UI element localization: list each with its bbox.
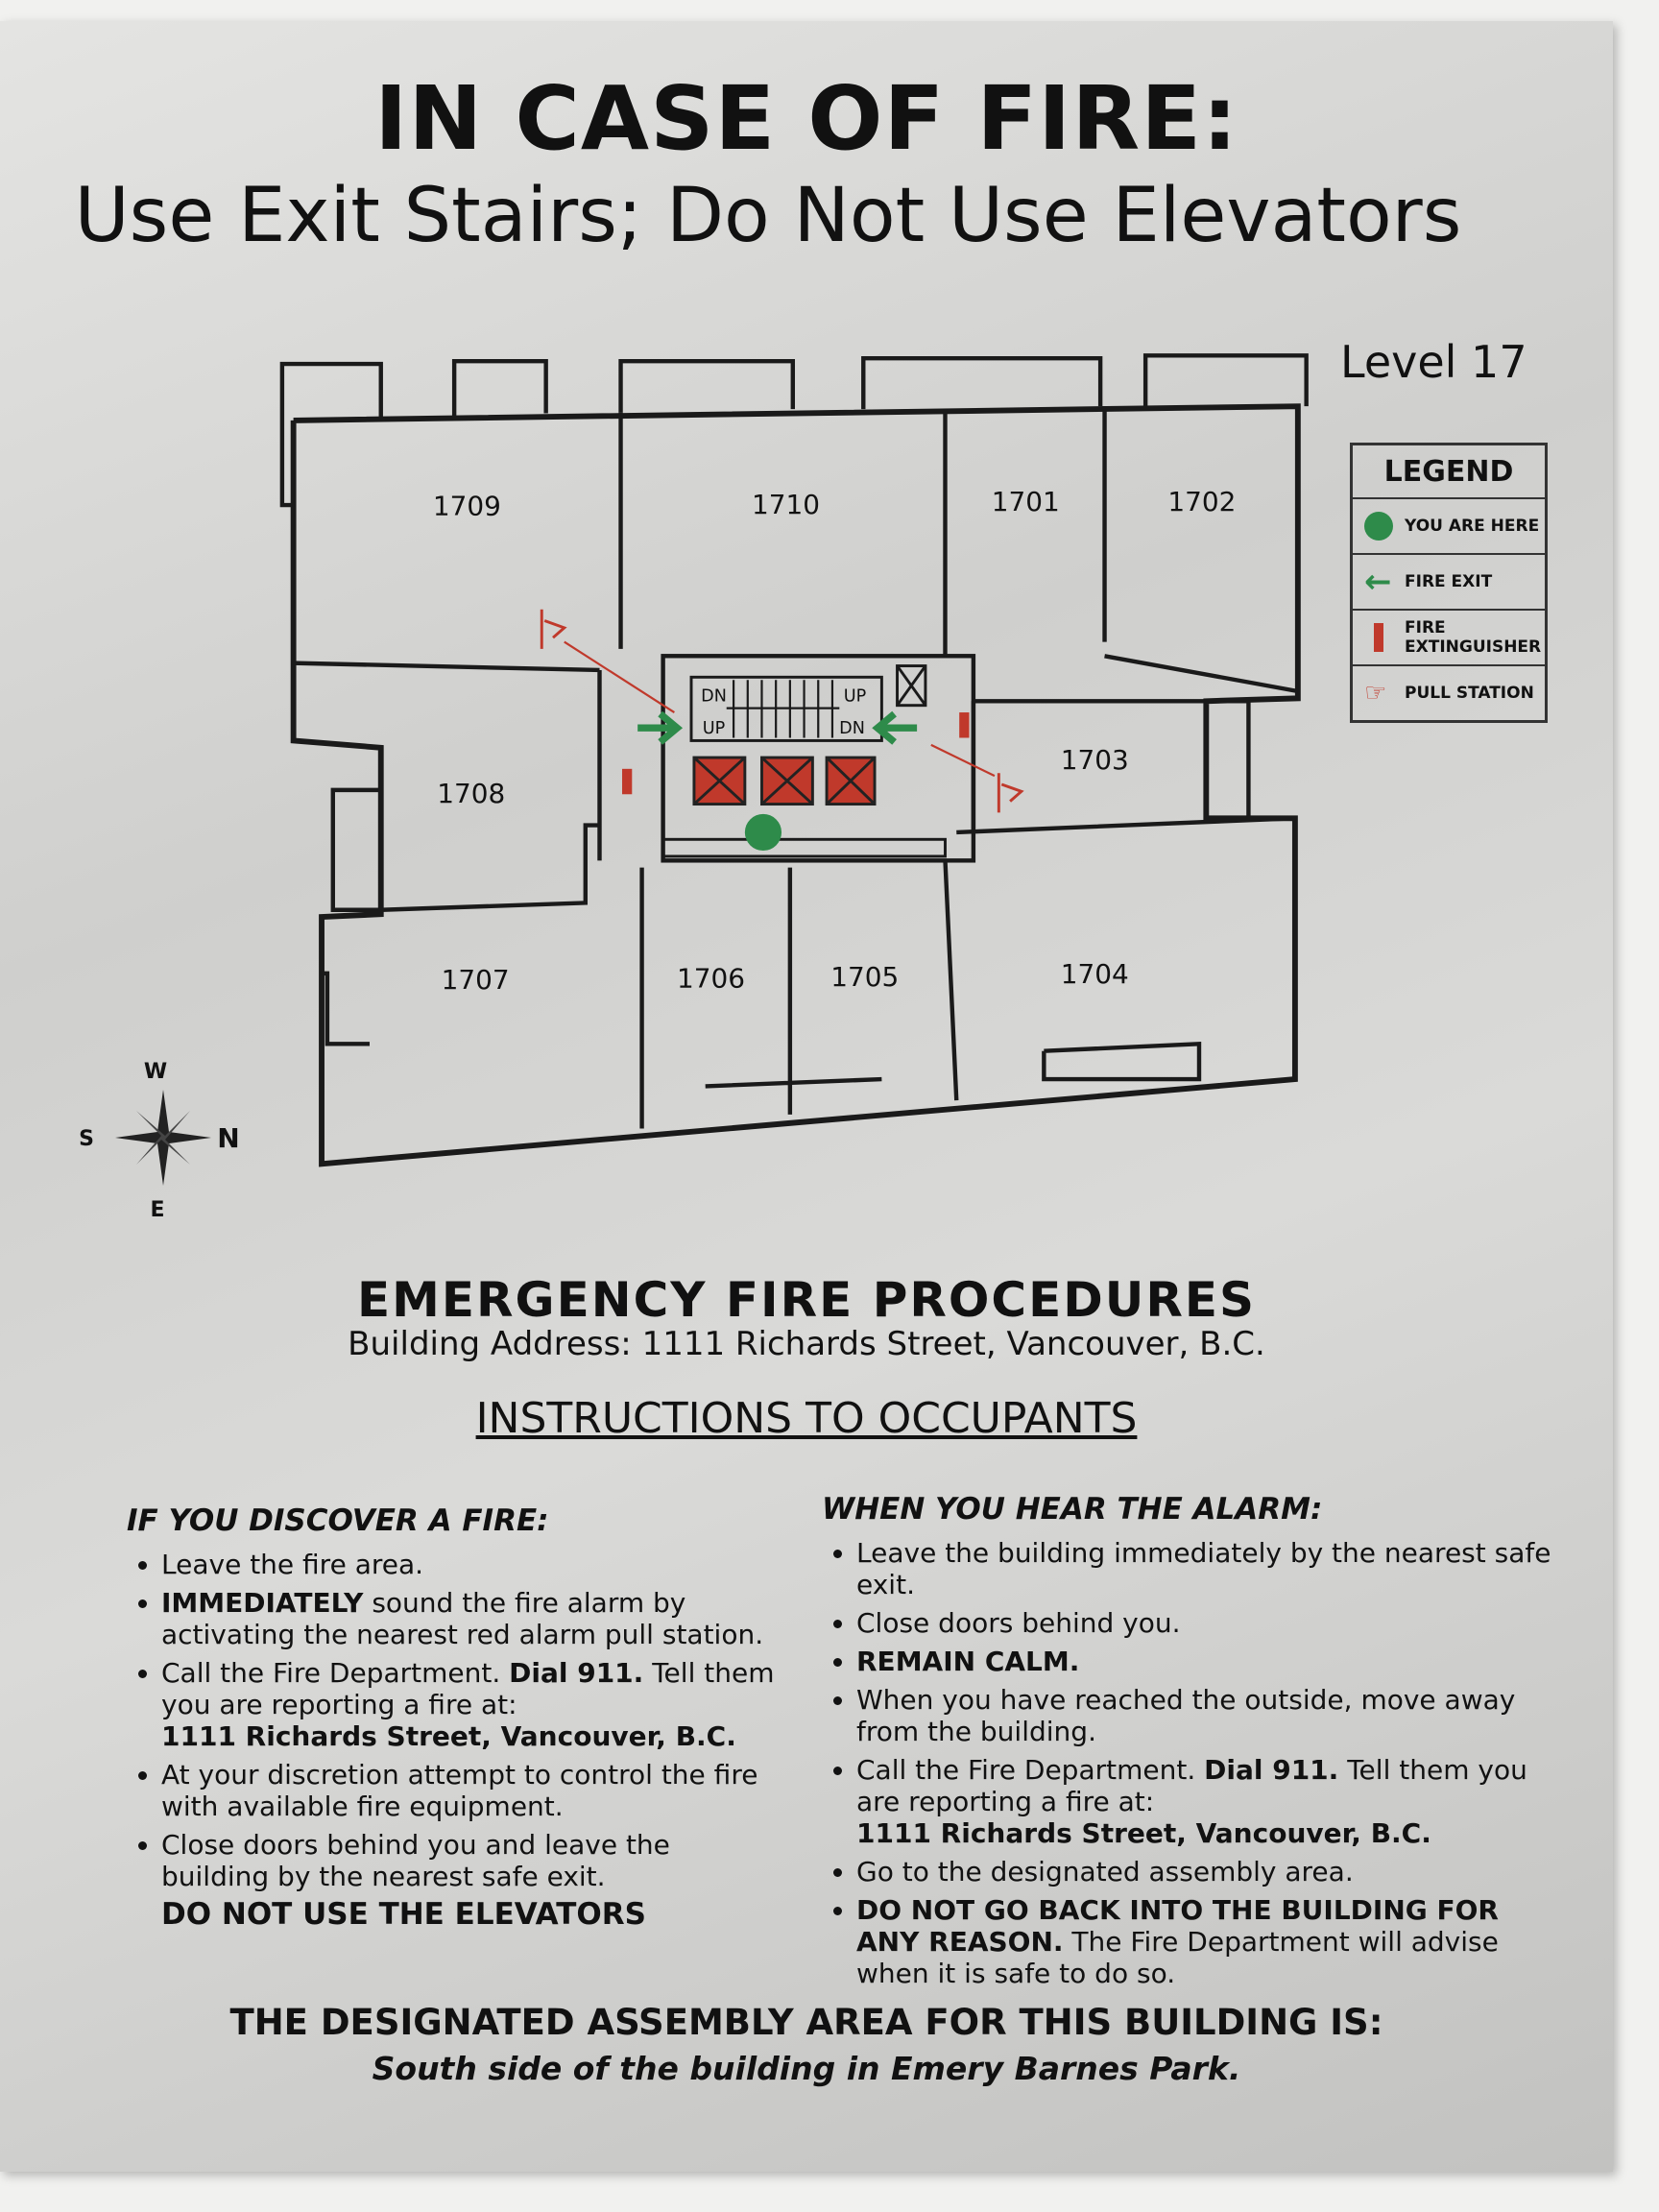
fire-extinguisher-icon bbox=[622, 768, 633, 795]
hear-alarm-section: WHEN YOU HEAR THE ALARM: Leave the build… bbox=[822, 1494, 1571, 1996]
assembly-heading: THE DESIGNATED ASSEMBLY AREA FOR THIS BU… bbox=[229, 2002, 1383, 2043]
green-dot-icon bbox=[1364, 512, 1393, 541]
elevator-icons bbox=[692, 756, 877, 806]
instructions-heading: INSTRUCTIONS TO OCCUPANTS bbox=[475, 1394, 1138, 1443]
core bbox=[661, 654, 976, 863]
compass-n: N bbox=[217, 1122, 239, 1154]
building-address: Building Address: 1111 Richards Street, … bbox=[348, 1325, 1265, 1363]
legend-item: YOU ARE HERE bbox=[1353, 497, 1545, 553]
arrow-left-icon: ← bbox=[1364, 563, 1392, 601]
list-item: When you have reached the outside, move … bbox=[856, 1684, 1571, 1747]
sign-title: IN CASE OF FIRE: bbox=[374, 67, 1238, 170]
legend: LEGEND YOU ARE HERE ←FIRE EXIT FIRE EXTI… bbox=[1350, 443, 1548, 723]
list-item: IMMEDIATELY sound the fire alarm by acti… bbox=[161, 1587, 780, 1650]
room-label: 1704 bbox=[1061, 958, 1129, 990]
room-label: 1701 bbox=[992, 486, 1060, 517]
legend-item: ☞PULL STATION bbox=[1353, 664, 1545, 720]
pull-station-icon bbox=[540, 609, 567, 649]
outer-wall bbox=[290, 403, 1301, 1167]
list-item: Close doors behind you and leave the bui… bbox=[161, 1829, 780, 1892]
room-label: 1703 bbox=[1061, 744, 1129, 776]
pull-station-icon bbox=[997, 773, 1024, 813]
legend-heading: LEGEND bbox=[1383, 454, 1514, 489]
stair-treads bbox=[726, 680, 840, 738]
procedures-heading: EMERGENCY FIRE PROCEDURES bbox=[356, 1272, 1256, 1328]
stairwell bbox=[689, 675, 883, 742]
room-label: 1710 bbox=[752, 489, 820, 520]
stair-up: UP bbox=[844, 686, 867, 706]
room-label: 1709 bbox=[433, 490, 501, 521]
room-label: 1702 bbox=[1167, 486, 1236, 517]
you-are-here-icon bbox=[744, 813, 782, 852]
room-label: 1706 bbox=[677, 963, 745, 995]
fire-extinguisher-icon bbox=[1364, 623, 1393, 652]
list-item: Leave the fire area. bbox=[161, 1549, 780, 1580]
discover-heading: IF YOU DISCOVER A FIRE: bbox=[127, 1503, 549, 1538]
compass-w: W bbox=[144, 1060, 167, 1084]
no-elevators-warning: DO NOT USE THE ELEVATORS bbox=[161, 1897, 646, 1932]
room-label: 1707 bbox=[442, 964, 510, 996]
sign-subtitle: Use Exit Stairs; Do Not Use Elevators bbox=[74, 173, 1462, 259]
list-item: DO NOT GO BACK INTO THE BUILDING FOR ANY… bbox=[856, 1894, 1571, 1989]
compass-s: S bbox=[79, 1127, 94, 1151]
list-item: Call the Fire Department. Dial 911. Tell… bbox=[161, 1657, 780, 1752]
list-item: Go to the designated assembly area. bbox=[856, 1856, 1571, 1887]
pull-station-icon: ☞ bbox=[1364, 679, 1387, 708]
legend-item: ←FIRE EXIT bbox=[1353, 553, 1545, 609]
stair-up: UP bbox=[703, 719, 726, 738]
fire-exit-arrow-icon bbox=[872, 710, 918, 745]
room-label: 1705 bbox=[830, 961, 899, 993]
assembly-location: South side of the building in Emery Barn… bbox=[372, 2050, 1241, 2087]
fire-extinguisher-icon bbox=[959, 712, 970, 738]
list-item: Call the Fire Department. Dial 911. Tell… bbox=[856, 1754, 1571, 1849]
list-item: Close doors behind you. bbox=[856, 1607, 1571, 1639]
stair-dn: DN bbox=[839, 719, 865, 738]
list-item: At your discretion attempt to control th… bbox=[161, 1759, 780, 1822]
fire-exit-arrow-icon bbox=[637, 710, 684, 745]
compass-e: E bbox=[150, 1198, 164, 1222]
stair-dn: DN bbox=[701, 686, 727, 706]
compass-rose: W S N E bbox=[79, 1060, 240, 1222]
alarm-heading: WHEN YOU HEAR THE ALARM: bbox=[822, 1492, 1323, 1527]
fire-safety-sign bbox=[0, 21, 1613, 2172]
level-label: Level 17 bbox=[1340, 336, 1527, 388]
window-bays bbox=[279, 353, 1309, 1046]
legend-item: FIRE EXTINGUISHER bbox=[1353, 609, 1545, 664]
list-item: Leave the building immediately by the ne… bbox=[856, 1537, 1571, 1600]
discover-fire-section: IF YOU DISCOVER A FIRE: Leave the fire a… bbox=[127, 1505, 780, 1931]
room-label: 1708 bbox=[437, 778, 505, 809]
list-item: REMAIN CALM. bbox=[856, 1646, 1571, 1677]
